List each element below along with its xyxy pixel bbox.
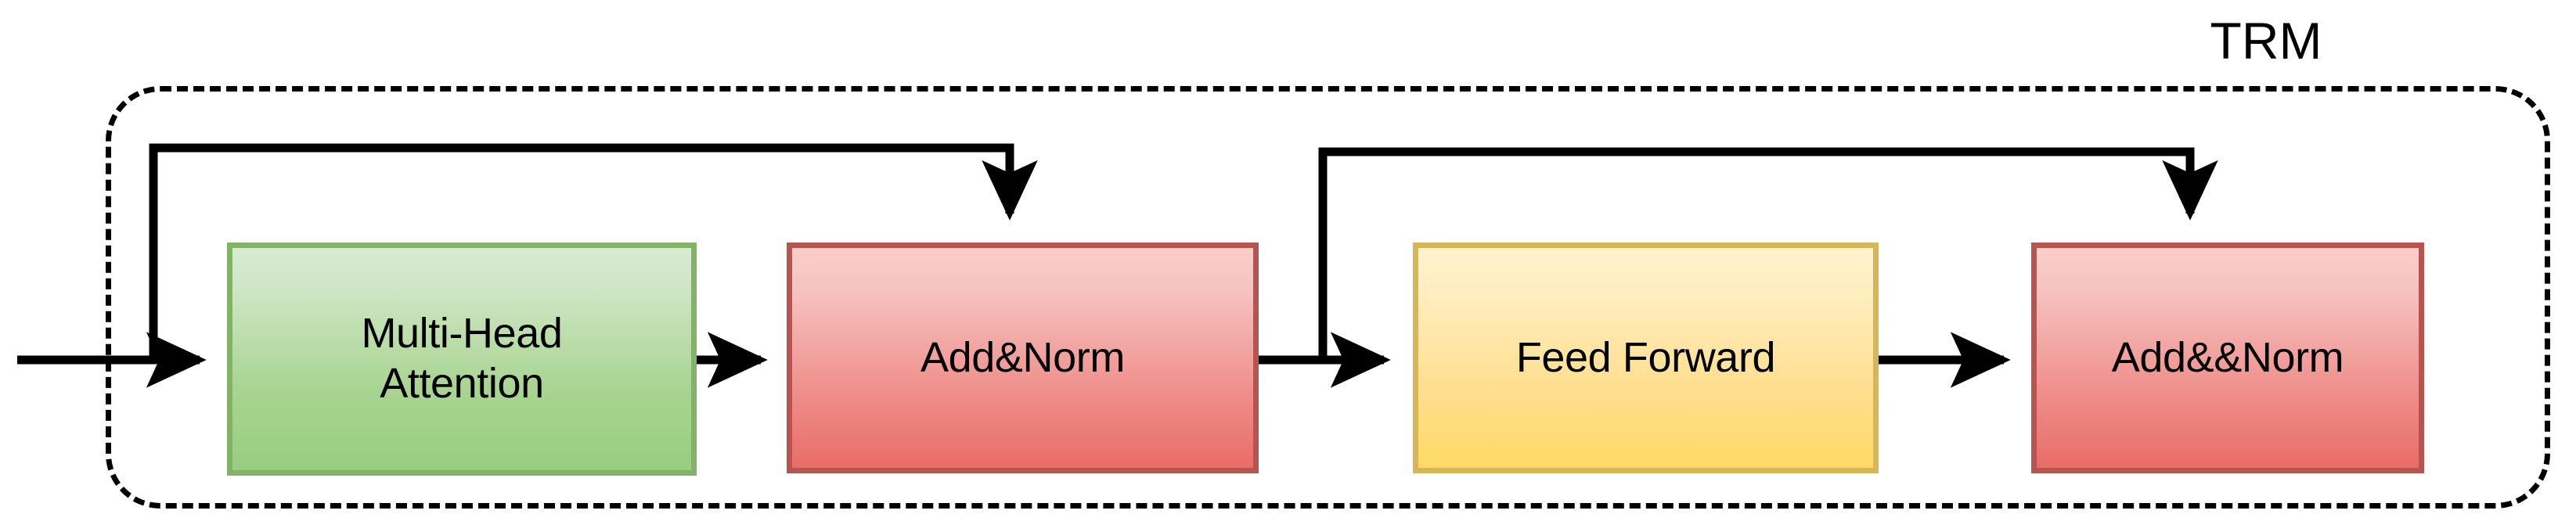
node-add-norm-2-label: Add&&Norm	[2111, 333, 2344, 381]
trm-block-container	[106, 86, 2550, 509]
node-add-norm-2[interactable]: Add&&Norm	[2031, 243, 2424, 473]
node-add-norm-1-label: Add&Norm	[921, 333, 1125, 381]
node-add-norm-1[interactable]: Add&Norm	[787, 243, 1259, 473]
node-feed-forward[interactable]: Feed Forward	[1413, 243, 1879, 473]
node-multi-head-attention-label: Multi-Head Attention	[361, 310, 563, 407]
trm-title-label: TRM	[2210, 12, 2322, 70]
node-multi-head-attention[interactable]: Multi-Head Attention	[227, 243, 697, 476]
node-feed-forward-label: Feed Forward	[1515, 333, 1776, 381]
